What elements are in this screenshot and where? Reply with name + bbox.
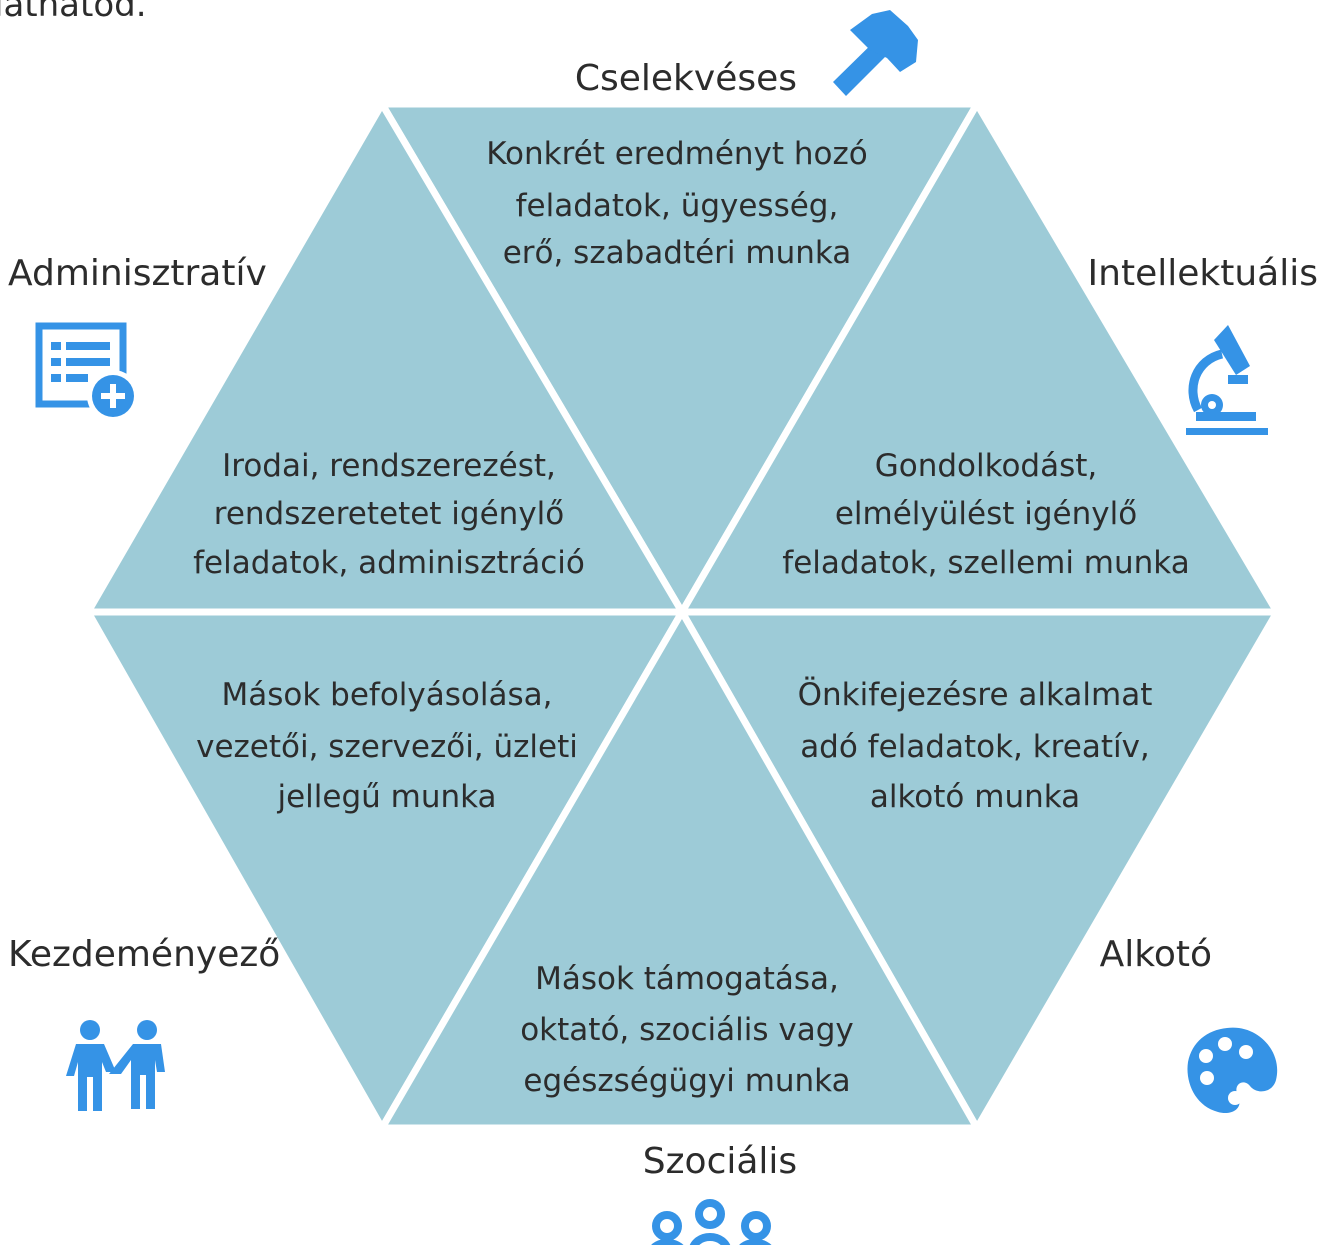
segment-lower-left-text: Mások befolyásolása, vezetői, szervezői,… [196,677,578,815]
segment-top-line: feladatok, ügyesség, [516,188,839,224]
segment-lower-left-line: jellegű munka [276,779,496,815]
segment-lower-left-line: Mások befolyásolása, [222,677,553,713]
segment-bottom-line: oktató, szociális vagy [520,1012,854,1048]
two-people-icon [66,1020,165,1111]
segment-upper-right-line: feladatok, szellemi munka [782,545,1189,581]
segment-upper-left-line: feladatok, adminisztráció [193,545,585,581]
segment-lower-right-line: alkotó munka [870,779,1080,815]
segment-bottom [375,604,984,1132]
segment-bottom-line: Mások támogatása, [535,961,839,997]
category-label-cselekveses: Cselekvéses [575,58,797,99]
segment-upper-right-text: Gondolkodást, elmélyülést igénylő felada… [782,448,1189,581]
category-label-kezdemenyezo: Kezdeményező [8,934,280,975]
segment-lower-right-line: adó feladatok, kreatív, [800,729,1150,765]
segment-lower-right-text: Önkifejezésre alkalmat adó feladatok, kr… [798,676,1153,815]
segment-lower-left-line: vezetői, szervezői, üzleti [196,729,578,765]
top-fragment-text: lathatod. [0,0,147,25]
category-label-intellektualis: Intellektuális [1088,253,1318,294]
segment-upper-left-line: rendszeretetet igénylő [214,496,565,532]
palette-icon [1187,1027,1278,1114]
hammer-icon [833,10,918,96]
segment-lower-right-line: Önkifejezésre alkalmat [798,676,1153,713]
segment-top-line: erő, szabadtéri munka [503,235,852,271]
segment-bottom-text: Mások támogatása, oktató, szociális vagy… [520,961,854,1099]
category-label-szocialis: Szociális [643,1141,797,1182]
segment-top-text: Konkrét eredményt hozó feladatok, ügyess… [486,136,868,271]
category-label-alkoto: Alkotó [1100,934,1212,975]
segment-upper-right-line: Gondolkodást, [875,448,1098,484]
group-icon [651,1199,772,1245]
segment-upper-right-line: elmélyülést igénylő [835,496,1137,532]
segment-top-line: Konkrét eredményt hozó [486,136,868,172]
category-label-adminisztrativ: Adminisztratív [8,253,267,294]
segment-bottom-line: egészségügyi munka [523,1063,850,1099]
microscope-icon [1186,325,1268,435]
segment-upper-left-line: Irodai, rendszerezést, [222,448,556,484]
document-add-icon [35,322,139,422]
segment-upper-left-text: Irodai, rendszerezést, rendszeretetet ig… [193,448,585,581]
